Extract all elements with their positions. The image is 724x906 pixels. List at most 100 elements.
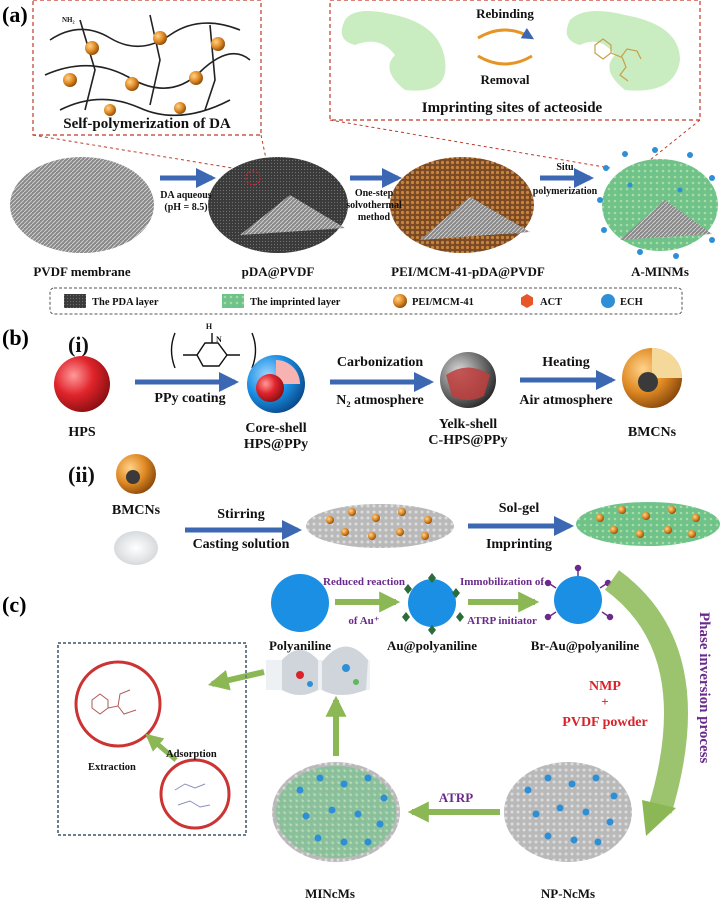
legend-label-pei: PEI/MCM-41 [412, 297, 474, 308]
panel-label-b: (b) [2, 325, 29, 350]
step3-line1: Situ [556, 162, 574, 173]
nmp-label: NMP [589, 679, 621, 694]
phase-inversion-arrowhead [642, 800, 676, 836]
arrow-to-inset [207, 669, 265, 691]
hps-label: HPS [68, 425, 95, 440]
legend-swatch-pei [393, 294, 407, 308]
au-nanoparticles [402, 573, 464, 635]
legend-label-act: ACT [540, 297, 562, 308]
bound-template-molecule [91, 689, 137, 715]
reduced-label-1: Reduced reaction [323, 576, 405, 588]
immob-label-2: ATRP initiator [467, 615, 537, 627]
zoom1-title: Self-polymerization of DA [63, 116, 231, 132]
legend-swatch-imprinted [222, 294, 244, 308]
zoom2-title: Imprinting sites of acteoside [422, 100, 603, 116]
imprinted-membrane [576, 502, 720, 546]
pei-nanoparticles [63, 31, 225, 116]
acteoside-molecule-icon [594, 38, 642, 82]
step2-line1: One-step [355, 188, 394, 199]
bmcns-label: BMCNs [628, 425, 677, 440]
removal-label: Removal [480, 72, 529, 87]
au-polyaniline-sphere [408, 579, 456, 627]
core-shell-label-2: HPS@PPy [244, 437, 308, 452]
ech-droplets [597, 147, 715, 259]
step2-line3: method [358, 212, 391, 223]
step2-line2: solvothermal [346, 200, 402, 211]
legend-label-ech: ECH [620, 297, 643, 308]
np-ncms-particles [524, 774, 618, 846]
phase-inversion-arrow [604, 570, 688, 814]
step1-line2: (pH = 8.5) [164, 202, 207, 213]
powder-dish [114, 531, 158, 565]
yolk-shell-label-1: Yelk-shell [439, 417, 497, 432]
stage-label-pei: PEI/MCM-41-pDA@PVDF [391, 264, 545, 279]
yolk-shell-core [446, 367, 490, 400]
polyaniline-label: Polyaniline [269, 638, 331, 653]
amine-label: NH₂ [62, 16, 75, 24]
pda-pvdf-cutaway [240, 195, 345, 235]
ii-bmcns-label: BMCNs [112, 503, 161, 518]
bmcns-core [638, 372, 658, 392]
heating-label: Heating [542, 355, 589, 370]
step3-line2: polymerization [533, 186, 598, 197]
stage-label-pvdf: PVDF membrane [33, 264, 131, 279]
fiber-cross-section [266, 646, 370, 695]
ppy-coating-label: PPy coating [154, 391, 225, 406]
polydopamine-network-illustration [44, 14, 251, 117]
ppy-n-atom: N [216, 335, 222, 344]
panel-label-a: (a) [2, 2, 28, 27]
stage-label-pda: pDA@PVDF [242, 264, 315, 279]
a-minms-cutaway [620, 200, 712, 240]
hps-sphere [54, 356, 110, 412]
step1-line1: DA aqueous [160, 190, 212, 201]
legend-box-a [49, 287, 683, 315]
panel-label-b-i: (i) [68, 332, 89, 357]
stirring-label: Stirring [217, 507, 264, 522]
rebinding-arrow [477, 27, 535, 40]
core-shell-core [256, 374, 284, 402]
adsorption-arrow [145, 733, 178, 762]
polypyrrole-structure-icon [170, 332, 257, 369]
casting-membrane [306, 504, 454, 548]
air-atmosphere-label: Air atmosphere [519, 393, 612, 408]
au-polyaniline-label: Au@polyaniline [387, 638, 477, 653]
minc-particles [296, 774, 388, 846]
solgel-label: Sol-gel [499, 501, 540, 516]
yolk-shell-label-2: C-HPS@PPy [428, 433, 507, 448]
adsorption-label: Adsorption [166, 749, 217, 760]
core-shell-cutaway [276, 360, 300, 384]
br-au-label: Br-Au@polyaniline [531, 638, 640, 653]
pvdf-membrane-disc [10, 157, 154, 253]
imprint-cavity-bound [566, 11, 680, 91]
plus-label: + [601, 694, 608, 709]
panel-label-b-ii: (ii) [68, 462, 95, 487]
bmcns-dots-imprinted [596, 506, 700, 538]
bmcns-small-core [126, 470, 140, 484]
pei-mcm-cutaway [420, 197, 530, 240]
empty-cavity-chains [174, 783, 211, 808]
core-shell-label-1: Core-shell [245, 421, 306, 436]
br-initiator-groups [544, 564, 614, 621]
bmcns-dots-casting [326, 508, 432, 540]
legend-swatch-pda [64, 294, 86, 308]
zoom-leader-lines-1 [32, 134, 269, 169]
atrp-label: ATRP [439, 790, 473, 805]
minc-label: MINcMs [305, 886, 355, 901]
removal-arrow [477, 54, 533, 66]
legend-label-pda: The PDA layer [92, 297, 159, 308]
rebinding-label: Rebinding [476, 6, 534, 21]
zoom-marker-circle [245, 170, 261, 186]
panel-label-c: (c) [2, 592, 26, 617]
immob-label-1: Immobilization of [460, 576, 544, 588]
zoom-box-dopamine [32, 0, 262, 136]
polyaniline-sphere [271, 574, 329, 632]
ppy-h-atom: H [206, 322, 213, 331]
reduced-label-2: of Au⁺ [348, 615, 379, 627]
np-ncms-membrane [504, 762, 632, 862]
legend-label-imprinted: The imprinted layer [250, 297, 341, 308]
legend-swatch-act [521, 294, 533, 308]
minc-imprinted-overlay [276, 766, 396, 858]
np-ncms-label: NP-NcMs [541, 886, 595, 901]
extraction-label: Extraction [88, 762, 136, 773]
